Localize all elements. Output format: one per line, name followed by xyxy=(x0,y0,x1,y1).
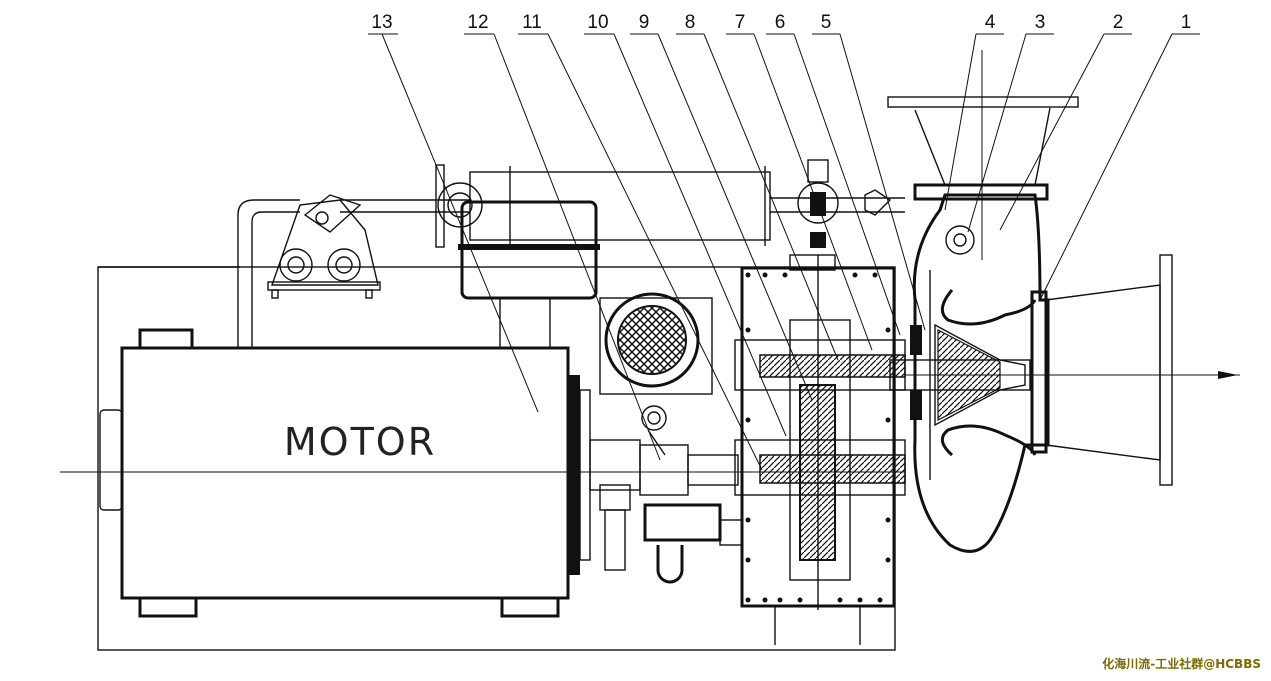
callout-8: 8 xyxy=(676,12,839,361)
oil-pipe xyxy=(237,199,470,347)
centerlines xyxy=(60,371,1240,473)
coupling xyxy=(589,405,743,584)
svg-text:5: 5 xyxy=(821,12,832,33)
callout-6: 6 xyxy=(766,12,901,336)
callout-3: 3 xyxy=(967,12,1054,233)
callout-7: 7 xyxy=(726,12,873,351)
cooling-fan xyxy=(599,292,713,395)
gearbox xyxy=(734,254,906,645)
callout-4: 4 xyxy=(944,12,1004,260)
svg-text:12: 12 xyxy=(467,12,488,33)
svg-text:6: 6 xyxy=(775,12,786,33)
callout-10: 10 xyxy=(584,12,787,437)
svg-text:13: 13 xyxy=(371,12,392,33)
svg-text:4: 4 xyxy=(985,12,996,33)
oil-tank xyxy=(458,200,600,348)
oil-cooler xyxy=(435,164,905,248)
callout-2: 2 xyxy=(999,12,1132,231)
callout-12: 12 xyxy=(464,12,661,461)
svg-text:8: 8 xyxy=(685,12,696,33)
svg-text:11: 11 xyxy=(522,12,542,33)
svg-text:3: 3 xyxy=(1035,12,1046,33)
callout-13: 13 xyxy=(368,12,539,413)
compressor-volute xyxy=(887,96,1079,553)
watermark: 化海川流-工业社群@HCBBS xyxy=(1102,657,1261,671)
callout-5: 5 xyxy=(812,12,926,331)
callout-11: 11 xyxy=(518,12,763,471)
top-valve xyxy=(797,159,892,248)
part-callouts: 1 2 3 4 5 6 7 xyxy=(368,12,1200,471)
svg-text:1: 1 xyxy=(1181,12,1192,33)
inlet-cone xyxy=(1030,254,1173,486)
motor-label: MOTOR xyxy=(284,420,436,464)
svg-text:7: 7 xyxy=(735,12,746,33)
callout-9: 9 xyxy=(630,12,813,401)
svg-text:10: 10 xyxy=(587,12,608,33)
svg-text:9: 9 xyxy=(639,12,650,33)
oil-pump xyxy=(267,194,381,299)
svg-text:2: 2 xyxy=(1113,12,1124,33)
motor: MOTOR xyxy=(99,328,591,618)
callout-1: 1 xyxy=(1039,12,1200,301)
